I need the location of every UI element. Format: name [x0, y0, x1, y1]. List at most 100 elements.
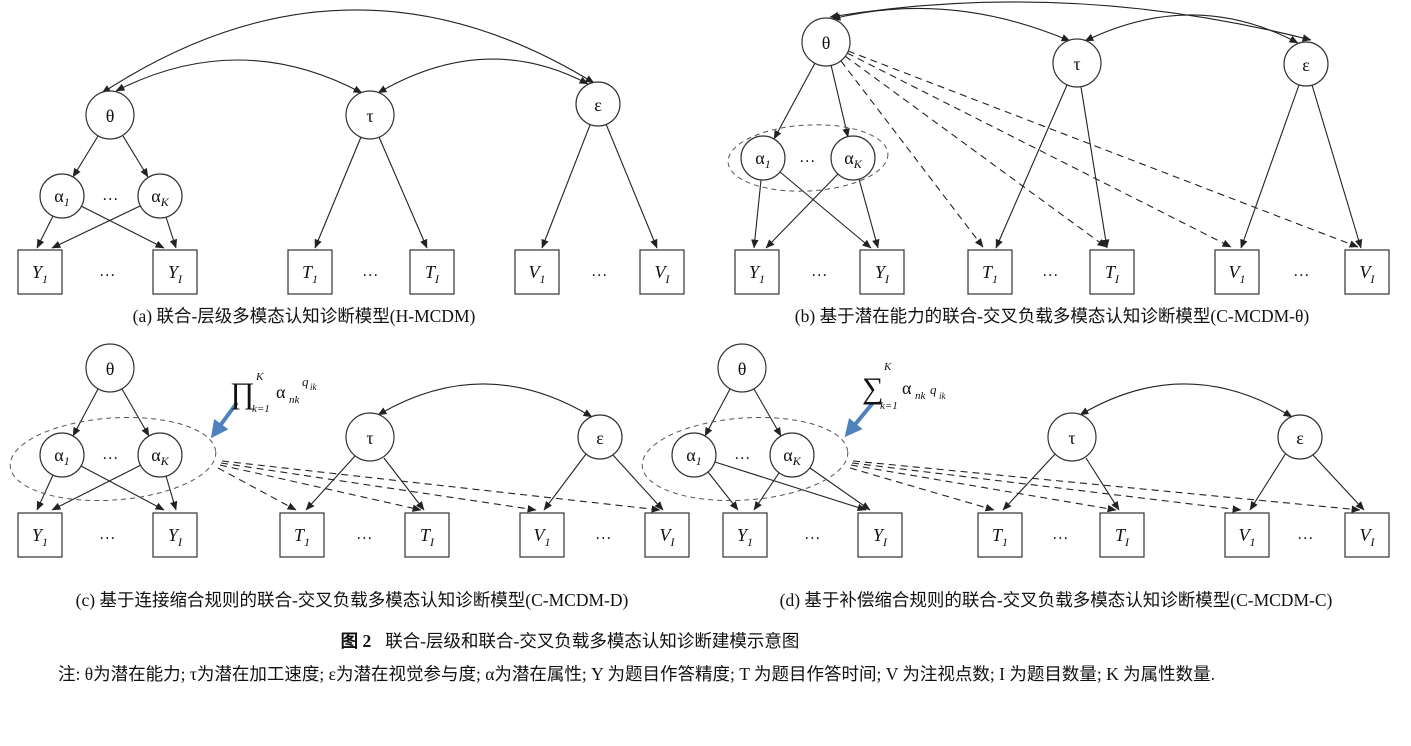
c-latent-node-theta: θ	[85, 343, 135, 393]
panel-c-edges	[36, 383, 664, 513]
d-observed-node-y1: Y1	[722, 512, 768, 558]
c-latent-node-alpha1: α1	[39, 432, 85, 478]
svg-text:α1: α1	[755, 148, 770, 171]
a-observed-node-yI: YI	[152, 249, 198, 295]
svg-text:Y1: Y1	[32, 525, 48, 549]
svg-text:V1: V1	[534, 525, 551, 549]
a-arrow-theta-alphaK	[122, 135, 149, 178]
c-y-dots: ...	[100, 526, 117, 543]
c-arrow-epsilon-vI	[611, 453, 664, 511]
panel-a: θ τ ε α1 ... αK Y1 ... YI T1	[17, 9, 685, 326]
b-arrow-tau-t1	[995, 84, 1068, 249]
c-latent-node-tau: τ	[345, 412, 395, 462]
svg-text:αK: αK	[151, 186, 169, 209]
b-arrow-alpha1-y1	[751, 179, 762, 249]
a-latent-node-theta: θ	[85, 90, 135, 140]
d-theta-label: θ	[738, 359, 747, 379]
a-arrow-epsilon-vI	[605, 123, 658, 249]
c-observed-node-tI: TI	[404, 512, 450, 558]
d-t-dots: ...	[1053, 526, 1070, 543]
svg-text:αK: αK	[783, 445, 801, 468]
b-covariance-arc-theta-tau	[831, 7, 1071, 42]
b-arrow-alphaK-yI	[858, 178, 880, 249]
svg-text:αK: αK	[151, 445, 169, 468]
product-upper-limit: K	[255, 371, 264, 383]
a-arrow-tau-t1	[314, 136, 362, 249]
sum-lower-limit: k=1	[880, 400, 898, 412]
c-v-dots: ...	[596, 526, 613, 543]
d-latent-node-epsilon: ε	[1277, 414, 1323, 460]
a-observed-node-tI: TI	[409, 249, 455, 295]
panel-c: ∏ K k=1 α nk q ik θ τ ε α1 ... αK	[9, 343, 690, 610]
c-dashed-arrow-attributes-vI	[221, 460, 661, 513]
b-observed-node-yI: YI	[859, 249, 905, 295]
svg-text:Y1: Y1	[737, 525, 753, 549]
formula-alpha: α	[902, 378, 912, 398]
b-arrow-epsilon-v1	[1240, 84, 1300, 249]
b-epsilon-label: ε	[1302, 55, 1310, 75]
panel-b: θ τ ε α1 ... αK Y1 ... YI T1	[727, 1, 1390, 326]
d-observed-node-v1: V1	[1224, 512, 1270, 558]
svg-text:V1: V1	[529, 262, 546, 286]
c-dashed-arrow-attributes-v1	[220, 462, 537, 513]
c-t-dots: ...	[357, 526, 374, 543]
d-attribute-group-ellipse	[641, 416, 849, 502]
a-arrow-epsilon-v1	[541, 124, 591, 249]
c-dashed-arrow-attributes-tI	[219, 464, 422, 512]
svg-text:TI: TI	[420, 525, 435, 549]
a-covariance-arc-theta-tau	[115, 59, 363, 94]
d-alpha-dots: ...	[735, 446, 752, 463]
sum-upper-limit: K	[883, 361, 892, 373]
c-arrow-alpha1-y1	[36, 474, 54, 511]
figure-diagrams: θ τ ε α1 ... αK Y1 ... YI T1	[9, 1, 1390, 610]
formula-alpha-sub: nk	[289, 394, 301, 406]
c-arrow-tau-t1	[305, 455, 356, 511]
c-theta-label: θ	[106, 359, 115, 379]
formula-factor-sub: ik	[939, 391, 947, 401]
svg-text:VI: VI	[1360, 525, 1376, 549]
panel-d-caption: (d) 基于补偿缩合规则的联合-交叉负载多模态认知诊断模型(C-MCDM-C)	[780, 590, 1333, 610]
d-observed-node-t1: T1	[977, 512, 1023, 558]
product-operator: ∏	[230, 377, 255, 410]
svg-text:V1: V1	[1229, 262, 1246, 286]
b-arrow-theta-alphaK	[830, 64, 850, 138]
svg-text:TI: TI	[1115, 525, 1130, 549]
b-observed-node-t1: T1	[967, 249, 1013, 295]
c-arrow-theta-alpha1	[72, 388, 99, 437]
b-observed-node-v1: V1	[1214, 249, 1260, 295]
c-arrow-theta-alphaK	[121, 388, 150, 437]
d-latent-node-alpha1: α1	[671, 432, 717, 478]
a-covariance-arc-tau-epsilon	[377, 58, 589, 94]
d-latent-node-theta: θ	[717, 343, 767, 393]
d-dashed-arrow-attributes-tI	[850, 464, 1117, 513]
b-dashed-arrow-theta-tI	[844, 55, 1107, 248]
svg-text:Y1: Y1	[32, 262, 48, 286]
b-latent-node-epsilon: ε	[1283, 41, 1329, 87]
c-epsilon-label: ε	[596, 428, 604, 448]
figure-number: 图 2	[340, 631, 372, 651]
svg-text:α1: α1	[686, 445, 701, 468]
b-arrow-epsilon-vI	[1311, 84, 1363, 249]
a-epsilon-label: ε	[594, 95, 602, 115]
b-arrow-tau-tI	[1080, 86, 1110, 249]
svg-text:YI: YI	[168, 525, 183, 549]
svg-text:T1: T1	[982, 262, 998, 286]
a-latent-node-alphaK: αK	[137, 173, 183, 219]
d-arrow-alpha1-yI	[714, 461, 867, 512]
a-tau-label: τ	[366, 106, 373, 126]
c-dashed-arrow-attributes-t1	[217, 467, 297, 511]
d-arrow-theta-alpha1	[704, 388, 731, 437]
d-epsilon-label: ε	[1296, 428, 1304, 448]
d-latent-node-alphaK: αK	[769, 432, 815, 478]
d-v-dots: ...	[1298, 526, 1315, 543]
panel-d: ∑ K k=1 α nk q ik θ τ ε α1 ... αK	[641, 343, 1390, 610]
a-alpha-dots: ...	[103, 187, 120, 204]
formula-alpha-sub: nk	[915, 390, 927, 402]
d-tau-label: τ	[1068, 428, 1075, 448]
formula-factor-q: q	[930, 382, 937, 397]
a-latent-node-alpha1: α1	[39, 173, 85, 219]
a-arrow-alpha1-y1	[36, 215, 54, 249]
d-observed-node-vI: VI	[1344, 512, 1390, 558]
c-formula-product: ∏ K k=1 α nk q ik	[230, 371, 318, 415]
